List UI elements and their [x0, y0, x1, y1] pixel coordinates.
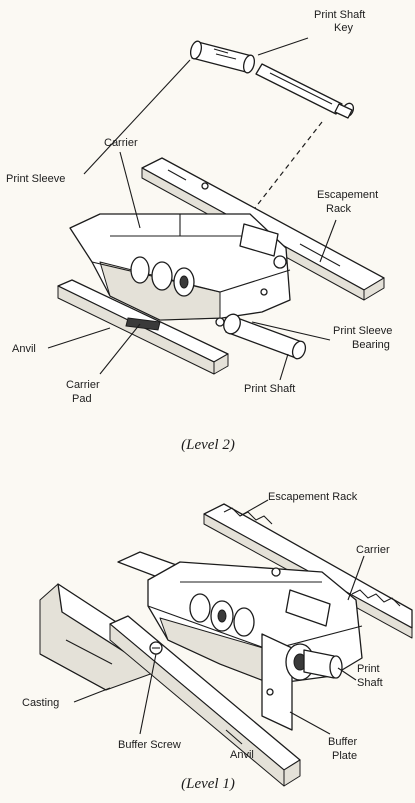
label-print-sleeve-bearing-line2: Bearing — [352, 339, 390, 351]
label-anvil-lower: Anvil — [230, 749, 254, 761]
label-print-shaft-upper: Print Shaft — [244, 383, 295, 395]
label-carrier-pad-line1: Carrier — [66, 379, 100, 391]
label-escapement-rack-lower: Escapement Rack — [268, 491, 358, 503]
assembly-path-line — [215, 121, 323, 259]
buffer-plate-part — [261, 633, 343, 731]
carrier-pad-part — [125, 317, 161, 331]
label-escapement-rack-line1: Escapement — [317, 189, 378, 201]
level2-figure: Print Shaft Key Print Sleeve Carrier Esc… — [6, 9, 392, 453]
label-print-sleeve-bearing-line1: Print Sleeve — [333, 325, 392, 337]
level1-figure: Escapement Rack Carrier Casting Print Sh… — [22, 491, 413, 792]
caption-level-2: (Level 2) — [181, 437, 235, 453]
label-print-shaft-key-line2: Key — [334, 22, 353, 34]
carrier-part — [69, 213, 291, 327]
label-buffer-plate-line2: Plate — [332, 750, 357, 762]
buffer-screw-part — [149, 641, 163, 655]
label-carrier-lower: Carrier — [356, 544, 390, 556]
label-print-sleeve: Print Sleeve — [6, 173, 65, 185]
label-print-shaft-key-line1: Print Shaft — [314, 9, 365, 21]
label-carrier-upper: Carrier — [104, 137, 138, 149]
label-buffer-plate-line1: Buffer — [328, 736, 357, 748]
label-carrier-pad-line2: Pad — [72, 393, 92, 405]
level1-leaders — [73, 499, 365, 745]
caption-level-1: (Level 1) — [181, 776, 235, 792]
level2-leaders — [47, 37, 337, 381]
label-print-shaft-lower-line1: Print — [357, 663, 380, 675]
label-buffer-screw: Buffer Screw — [118, 739, 181, 751]
print-shaft-part-lower — [223, 313, 307, 360]
print-sleeve-part — [189, 40, 256, 74]
print-shaft-part-upper — [255, 63, 355, 119]
label-print-shaft-lower-line2: Shaft — [357, 677, 383, 689]
label-casting: Casting — [22, 697, 59, 709]
label-escapement-rack-line2: Rack — [326, 203, 352, 215]
label-anvil-upper: Anvil — [12, 343, 36, 355]
